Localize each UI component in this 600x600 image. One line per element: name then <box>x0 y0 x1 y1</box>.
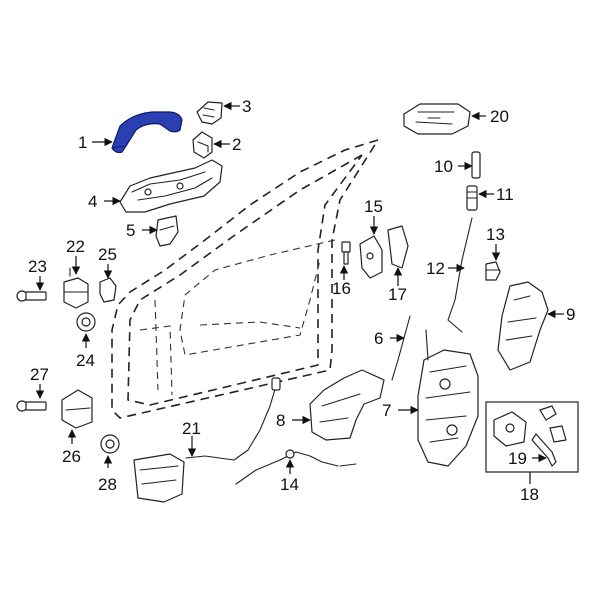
part-key-tool[interactable] <box>531 433 557 467</box>
part-lower-door-hinge[interactable] <box>61 389 93 429</box>
part-hinge-nut[interactable] <box>99 277 117 303</box>
callout-12: 12 <box>426 259 445 278</box>
part-cable-actuator[interactable] <box>133 453 185 503</box>
callout-14: 14 <box>280 475 299 494</box>
part-striker-bolt[interactable] <box>341 241 351 265</box>
callout-8: 8 <box>276 411 285 430</box>
part-door-striker[interactable] <box>359 235 383 279</box>
callout-5: 5 <box>126 221 135 240</box>
callout-19: 19 <box>508 449 527 468</box>
callout-15: 15 <box>364 197 383 216</box>
callout-20: 20 <box>490 107 509 126</box>
callout-13: 13 <box>486 225 505 244</box>
part-handle-carrier-bracket[interactable] <box>119 159 223 213</box>
callout-27: 27 <box>30 365 49 384</box>
part-lock-link-rod[interactable] <box>391 315 411 381</box>
part-lock-rod[interactable] <box>447 217 473 333</box>
part-door-latch-assembly[interactable] <box>417 329 479 467</box>
part-hinge-bushing[interactable] <box>76 312 96 332</box>
callout-10: 10 <box>434 157 453 176</box>
part-grommet[interactable] <box>485 261 501 281</box>
door-frame-outline <box>111 139 379 419</box>
callout-4: 4 <box>88 192 97 211</box>
part-hinge-bolt-upper[interactable] <box>16 290 47 302</box>
leader-lines <box>35 101 564 484</box>
callout-21: 21 <box>182 419 201 438</box>
part-door-hinge[interactable] <box>63 267 89 309</box>
callout-7: 7 <box>382 401 391 420</box>
callout-28: 28 <box>98 475 117 494</box>
callout-16: 16 <box>332 279 351 298</box>
part-rod-end[interactable] <box>466 185 478 211</box>
part-handle-cover-cap[interactable] <box>196 101 223 125</box>
part-striker-shim[interactable] <box>387 225 409 269</box>
callout-1: 1 <box>78 133 87 152</box>
callout-26: 26 <box>62 447 81 466</box>
part-support-bracket[interactable] <box>155 215 179 247</box>
part-actuator-cover[interactable] <box>497 281 549 371</box>
callout-9: 9 <box>566 305 575 324</box>
part-lower-hinge-bushing[interactable] <box>100 434 120 454</box>
part-release-cable[interactable] <box>235 449 357 485</box>
callout-22: 22 <box>66 237 85 256</box>
part-lock-cylinder-clip[interactable] <box>192 131 213 159</box>
part-outside-door-handle[interactable] <box>111 111 183 154</box>
part-hinge-bolt-lower[interactable] <box>16 400 47 412</box>
callout-25: 25 <box>98 245 117 264</box>
part-inside-handle-cable[interactable] <box>185 377 281 461</box>
part-lock-pin[interactable] <box>471 151 481 179</box>
callout-18: 18 <box>520 485 539 504</box>
part-latch-repair-kit[interactable] <box>485 401 579 473</box>
callout-3: 3 <box>242 97 251 116</box>
callout-17: 17 <box>388 285 407 304</box>
callout-labels: 1 2 3 4 5 6 7 8 9 10 11 12 13 14 15 16 1… <box>28 97 575 504</box>
part-latch-bracket[interactable] <box>309 369 385 441</box>
callout-23: 23 <box>28 257 47 276</box>
callout-6: 6 <box>374 329 383 348</box>
callout-2: 2 <box>232 135 241 154</box>
callout-11: 11 <box>496 185 514 204</box>
callout-24: 24 <box>76 351 95 370</box>
part-key-fob[interactable] <box>403 103 471 135</box>
